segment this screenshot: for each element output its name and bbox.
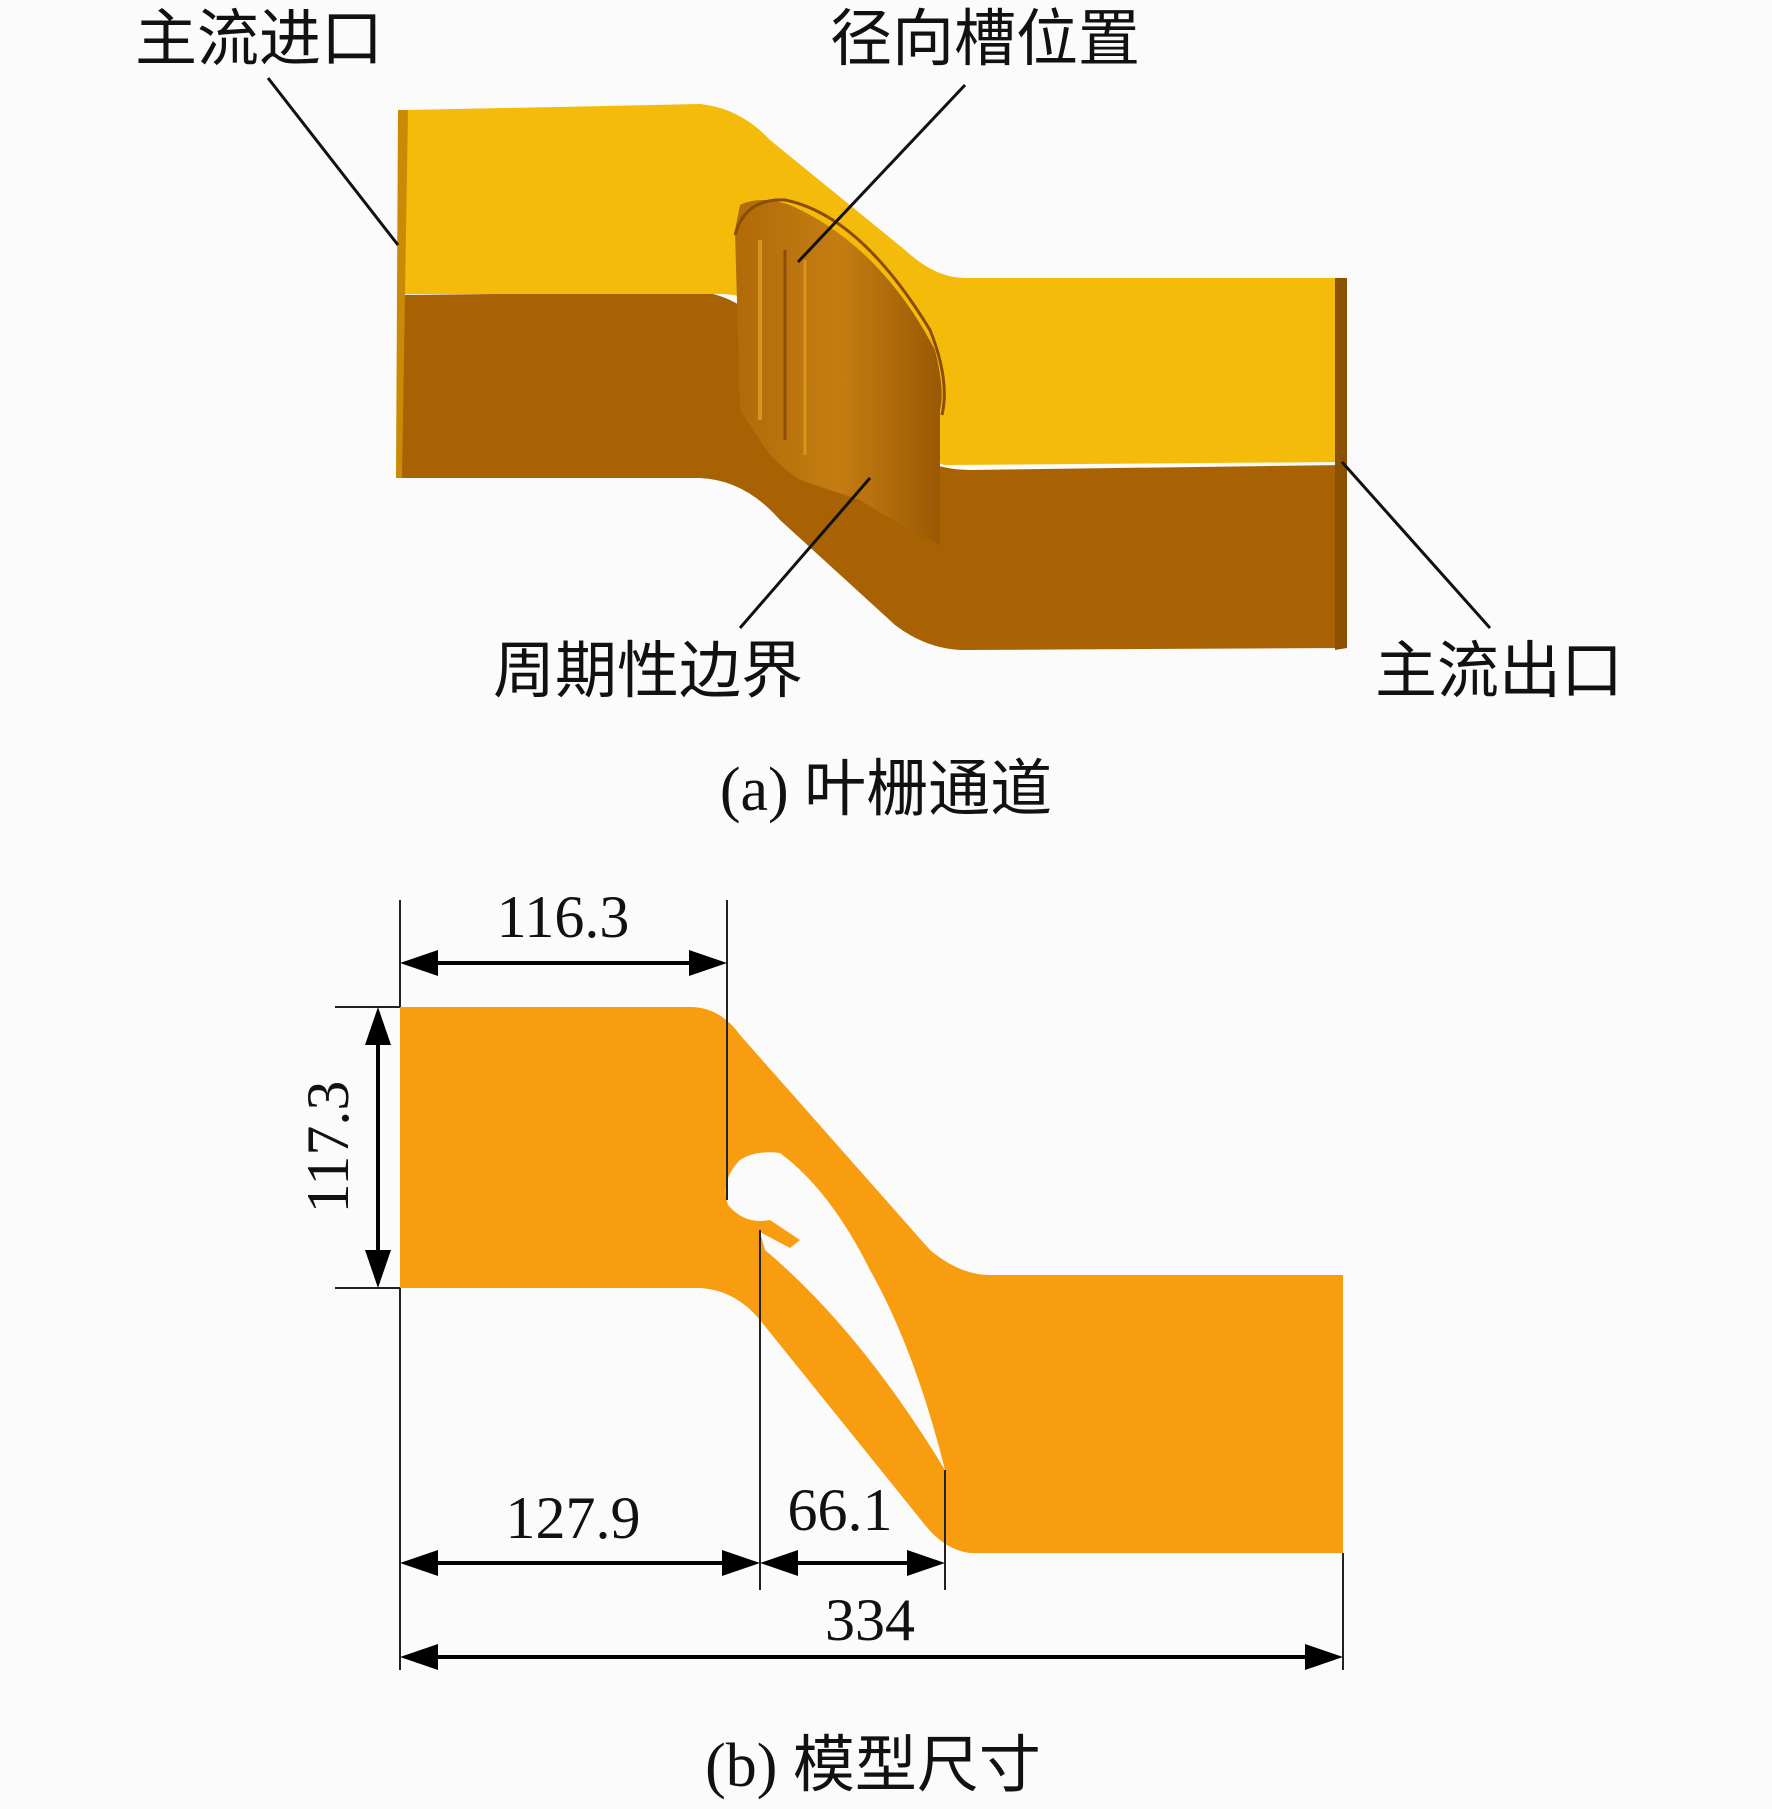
dim-upstream-length	[400, 1550, 760, 1576]
outlet-label: 主流出口	[1375, 638, 1623, 706]
cascade-passage-3d	[396, 104, 1347, 650]
dim-axial-chord-label: 66.1	[788, 1477, 893, 1543]
dim-total-length-label: 334	[825, 1587, 915, 1653]
dim-pitch	[365, 1007, 391, 1288]
outlet-end-face	[1335, 278, 1347, 650]
caption-b: (b) 模型尺寸	[705, 1732, 1041, 1800]
dim-pitch-label: 117.3	[295, 1081, 361, 1214]
slot-label: 径向槽位置	[830, 6, 1140, 74]
inlet-end-face	[396, 110, 408, 478]
radial-slot	[735, 200, 942, 545]
blade-profile	[725, 1152, 945, 1470]
dim-upstream-length-label: 127.9	[506, 1485, 641, 1551]
caption-a: (a) 叶栅通道	[720, 756, 1052, 824]
dim-axial-chord	[760, 1550, 945, 1576]
cascade-section-2d	[400, 1007, 1343, 1553]
dim-inlet-length	[400, 950, 727, 976]
inlet-leader	[266, 77, 400, 246]
periodic-label: 周期性边界	[493, 638, 803, 706]
outlet-leader	[1340, 461, 1492, 629]
slot-rim	[733, 198, 946, 416]
dim-total-length	[400, 1644, 1343, 1670]
slot-leader	[796, 83, 967, 264]
inlet-label: 主流进口	[135, 6, 383, 74]
dim-inlet-length-label: 116.3	[497, 884, 630, 950]
periodic-leader	[738, 477, 872, 629]
